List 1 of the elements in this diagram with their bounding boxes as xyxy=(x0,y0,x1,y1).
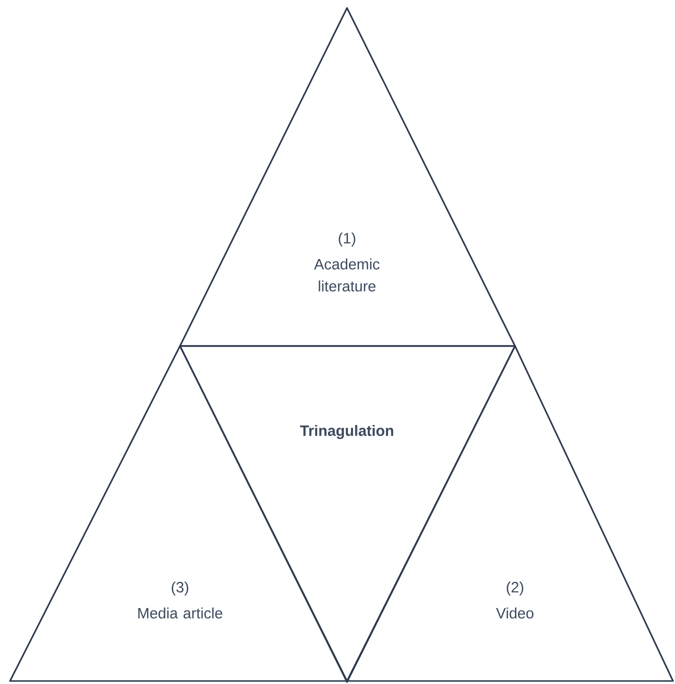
triangle: (1) Academic literature xyxy=(179,7,516,347)
